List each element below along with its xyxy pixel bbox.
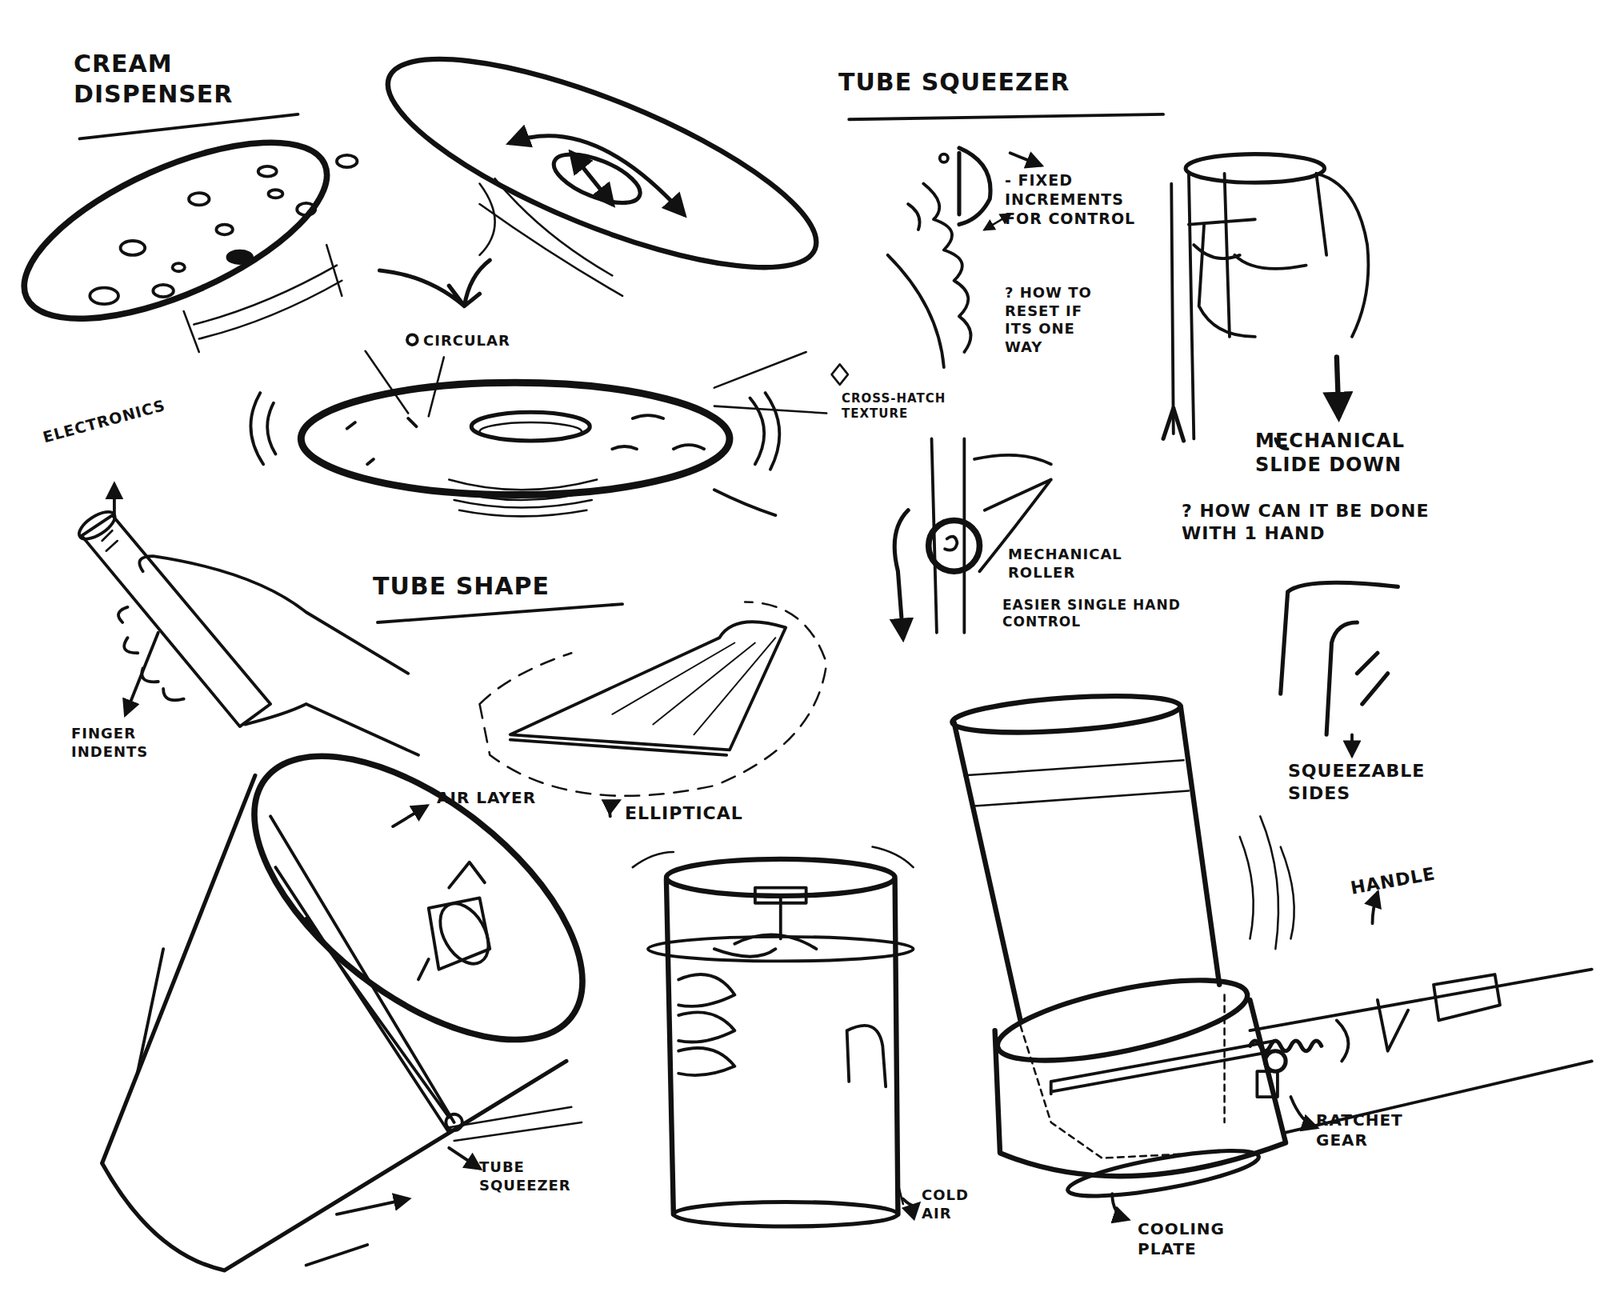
sketch-label: ELECTRONICS (40, 386, 204, 448)
sketch-label: CIRCULAR (423, 332, 546, 351)
sketch-label: CREAM DISPENSER (73, 48, 278, 109)
sketch-label: AIR LAYER (436, 788, 549, 808)
sketch-label: TUBE SQUEEZER (838, 67, 1206, 98)
sketch-label: RATCHET GEAR (1316, 1110, 1449, 1151)
sketch-label: TUBE SQUEEZER (479, 1158, 612, 1195)
sketch-label: FINGER INDENTS (71, 724, 204, 761)
sketch-label: - FIXED INCREMENTS FOR CONTROL (1004, 171, 1158, 228)
sketch-label: ? HOW CAN IT BE DONE WITH 1 HAND (1181, 500, 1488, 544)
sketch-label: ? HOW TO RESET IF ITS ONE WAY (1004, 284, 1108, 356)
sketch-label: MECHANICAL ROLLER (1008, 545, 1161, 582)
sketch-label: SQUEEZABLE SIDES (1288, 760, 1492, 804)
sketch-label: ELLIPTICAL (624, 802, 829, 825)
sketch-label: EASIER SINGLE HAND CONTROL (1002, 596, 1217, 632)
sketch-label: TUBE SHAPE (372, 571, 639, 602)
sketch-label: HANDLE (1348, 856, 1473, 900)
sketch-label: COOLING PLATE (1137, 1219, 1260, 1260)
sketch-label: COLD AIR (921, 1186, 1004, 1223)
sketch-label: CROSS-HATCH TEXTURE (841, 391, 975, 422)
sketch-label: MECHANICAL SLIDE DOWN (1255, 428, 1470, 477)
